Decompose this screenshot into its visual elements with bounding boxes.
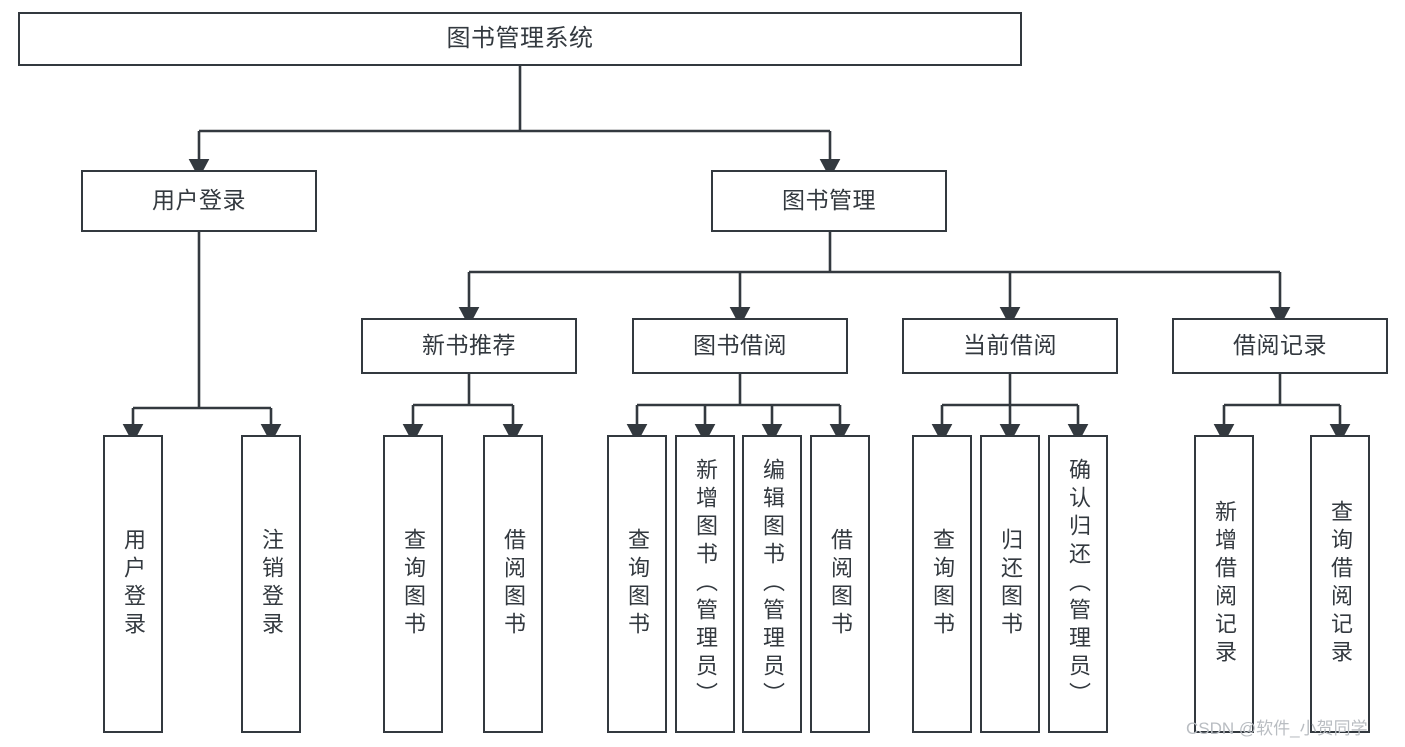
node-label: 新书推荐 [422,332,516,359]
node-label: 借阅图书 [501,528,526,640]
leaf-user-login-logout[interactable]: 注销登录 [241,435,301,733]
node-label: 归还图书 [998,528,1023,640]
leaf-borrow-record-add-record[interactable]: 新增借阅记录 [1194,435,1254,733]
leaf-book-borrow-edit-book-admin[interactable]: 编辑图书（管理员） [742,435,802,733]
node-root-book-management-system[interactable]: 图书管理系统 [18,12,1022,66]
leaf-current-borrow-confirm-return-admin[interactable]: 确认归还（管理员） [1048,435,1108,733]
leaf-current-borrow-return-book[interactable]: 归还图书 [980,435,1040,733]
node-label: 图书管理 [782,187,876,214]
node-book-management[interactable]: 图书管理 [711,170,947,232]
leaf-book-borrow-borrow-book[interactable]: 借阅图书 [810,435,870,733]
node-label: 图书管理系统 [446,24,594,52]
node-label: 借阅图书 [828,528,853,640]
node-label: 注销登录 [259,528,284,640]
leaf-new-book-query-book[interactable]: 查询图书 [383,435,443,733]
node-label: 查询图书 [930,528,955,640]
node-borrow-record[interactable]: 借阅记录 [1172,318,1388,374]
node-label: 查询图书 [401,528,426,640]
node-current-borrow[interactable]: 当前借阅 [902,318,1118,374]
node-label: 确认归还（管理员） [1066,458,1091,710]
node-label: 查询借阅记录 [1328,500,1353,668]
leaf-new-book-borrow-book[interactable]: 借阅图书 [483,435,543,733]
csdn-watermark: CSDN @软件_小贺同学 [1186,719,1368,738]
node-label: 查询图书 [625,528,650,640]
leaf-current-borrow-query-book[interactable]: 查询图书 [912,435,972,733]
node-new-book-recommend[interactable]: 新书推荐 [361,318,577,374]
node-book-borrow[interactable]: 图书借阅 [632,318,848,374]
node-label: 新增借阅记录 [1212,500,1237,668]
node-label: 图书借阅 [693,332,787,359]
node-label: 用户登录 [121,528,146,640]
node-label: 借阅记录 [1233,332,1327,359]
leaf-borrow-record-query-record[interactable]: 查询借阅记录 [1310,435,1370,733]
leaf-book-borrow-query-book[interactable]: 查询图书 [607,435,667,733]
leaf-book-borrow-add-book-admin[interactable]: 新增图书（管理员） [675,435,735,733]
node-label: 当前借阅 [963,332,1057,359]
node-label: 新增图书（管理员） [693,458,718,710]
node-user-login[interactable]: 用户登录 [81,170,317,232]
leaf-user-login-login[interactable]: 用户登录 [103,435,163,733]
node-label: 用户登录 [152,187,246,214]
node-label: 编辑图书（管理员） [760,458,785,710]
